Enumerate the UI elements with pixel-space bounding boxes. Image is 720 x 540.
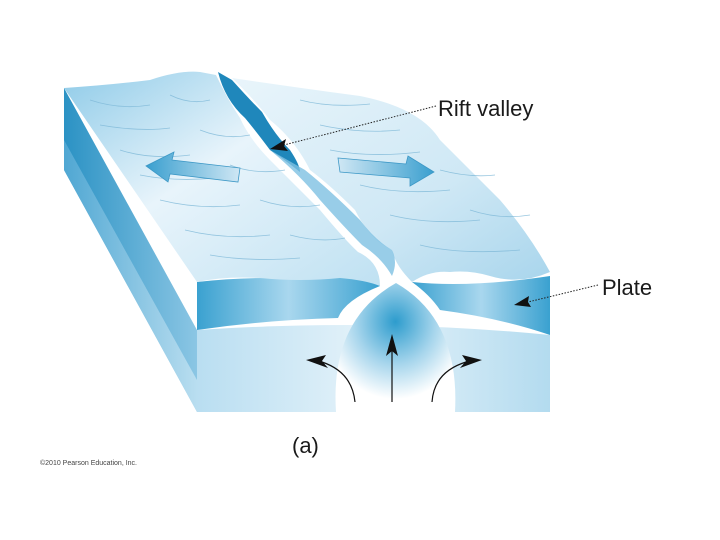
rift-valley-label: Rift valley <box>438 96 534 121</box>
figure-caption: (a) <box>292 433 319 458</box>
plate-motion-arrow-left <box>145 151 241 183</box>
plate-band <box>197 277 380 330</box>
plate-label: Plate <box>602 275 653 300</box>
arrowhead-up <box>386 334 398 356</box>
plate-leader <box>514 284 599 307</box>
plate-surface-right <box>232 78 550 282</box>
rift-valley-floor <box>270 150 395 276</box>
block-left-side <box>64 88 197 412</box>
arrowhead-right <box>460 355 482 368</box>
copyright-notice: ©2010 Pearson Education, Inc. <box>40 460 137 467</box>
surface-texture <box>89 94 531 260</box>
arrowhead-left <box>306 355 328 368</box>
rift-valley-leader <box>270 105 437 151</box>
plate-band-right <box>412 276 550 335</box>
plate-motion-arrow-right <box>337 155 435 187</box>
convection-arrowheads <box>306 334 482 368</box>
